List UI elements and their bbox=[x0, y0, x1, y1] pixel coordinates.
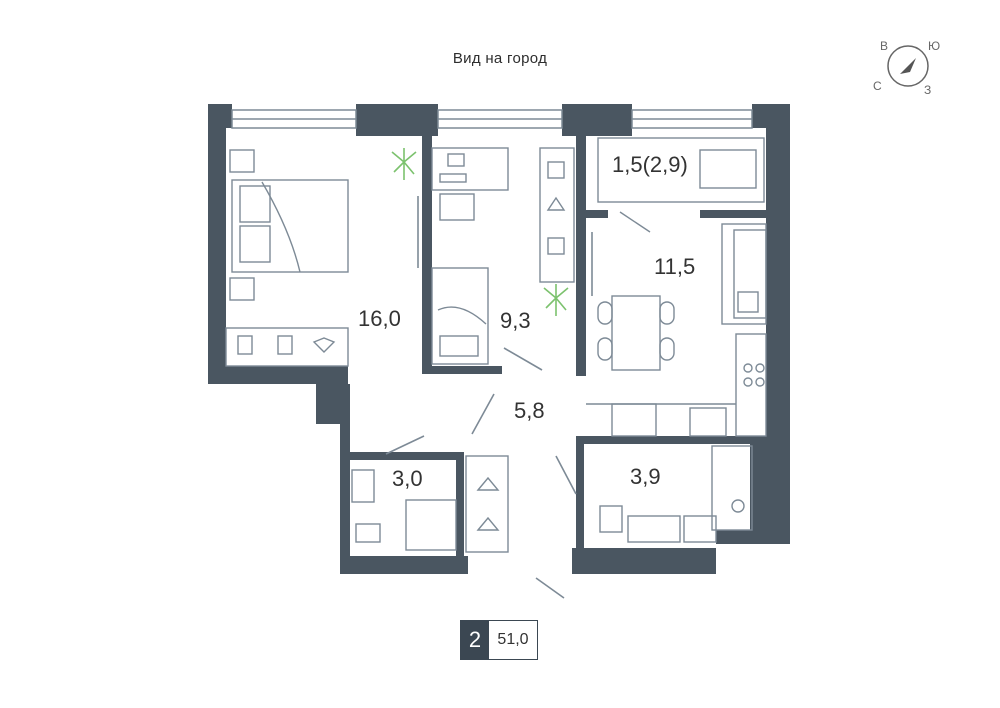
room-area-balcony: 1,5(2,9) bbox=[612, 152, 688, 177]
compass-south: З bbox=[924, 83, 931, 97]
plant-icon bbox=[391, 148, 417, 180]
room-area-kitchen-living: 11,5 bbox=[654, 254, 695, 279]
windows bbox=[231, 109, 753, 129]
kids-room-furniture bbox=[431, 147, 575, 365]
compass-east: Ю bbox=[928, 39, 940, 53]
room-area-bathroom: 3,0 bbox=[392, 466, 423, 491]
bedroom-furniture bbox=[225, 149, 349, 367]
bathroom-furniture bbox=[351, 455, 509, 553]
compass-north: В bbox=[880, 39, 888, 53]
balcony-furniture bbox=[597, 137, 765, 233]
interior-walls bbox=[350, 136, 766, 556]
exterior-walls bbox=[208, 104, 790, 574]
plant-icon bbox=[543, 284, 569, 316]
utility-furniture bbox=[599, 445, 753, 543]
room-area-bedroom: 16,0 bbox=[358, 306, 401, 331]
compass-west: С bbox=[873, 79, 882, 93]
compass-icon bbox=[887, 45, 929, 87]
apartment-summary-badge: 2 51,0 bbox=[460, 620, 538, 660]
total-area: 51,0 bbox=[489, 621, 537, 659]
view-direction-label: Вид на город bbox=[452, 50, 548, 67]
room-area-hall: 5,8 bbox=[514, 398, 545, 423]
room-area-utility: 3,9 bbox=[630, 464, 661, 489]
room-area-kids-room: 9,3 bbox=[500, 308, 531, 333]
doors bbox=[385, 196, 593, 599]
kitchen-living-furniture bbox=[586, 223, 767, 437]
room-count: 2 bbox=[461, 621, 489, 659]
